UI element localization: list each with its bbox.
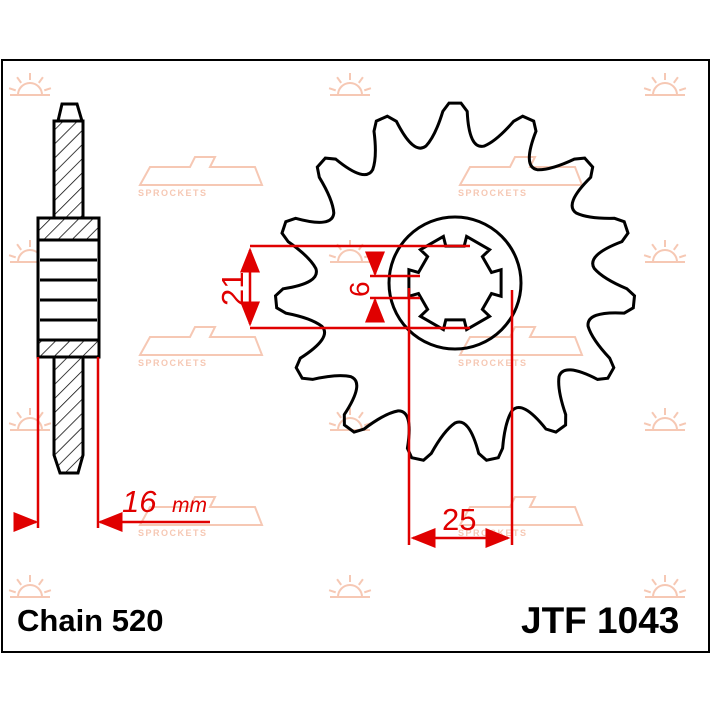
hub-circle — [387, 215, 523, 351]
watermark-sun-icon — [8, 408, 52, 431]
watermark-sun-icon — [328, 408, 372, 431]
watermark-sun-icon — [643, 240, 687, 263]
watermark-layer: SPROCKETS SPROCKETS SPROCKETS SPROCKETS SPRO… — [8, 73, 687, 598]
watermark-text: SPROCKETS — [138, 358, 208, 368]
watermark-text: SPROCKETS — [138, 528, 208, 538]
watermark-sun-icon — [328, 240, 372, 263]
chain-size-label: Chain 520 — [17, 603, 164, 638]
watermark-text: SPROCKETS — [138, 188, 208, 198]
watermark-sun-icon — [643, 73, 687, 96]
watermark-sun-icon — [8, 73, 52, 96]
watermark-sun-icon — [328, 73, 372, 96]
spline-bore — [407, 234, 503, 332]
watermark-logo: SPROCKETS — [458, 156, 584, 198]
part-number-label: JTF 1043 — [521, 600, 680, 641]
watermark-logo: SPROCKETS — [458, 496, 584, 538]
hub-dimension: 25 — [442, 502, 476, 537]
watermark-logo: SPROCKETS — [138, 156, 264, 198]
watermark-logo: SPROCKETS — [458, 326, 584, 368]
spline-width-dimension: 6 — [344, 281, 375, 297]
watermark-sun-icon — [328, 575, 372, 598]
watermark-text: SPROCKETS — [458, 188, 528, 198]
watermark-sun-icon — [643, 575, 687, 598]
sprocket-teeth-outline — [273, 101, 637, 462]
side-view — [36, 102, 101, 475]
watermark-logo: SPROCKETS — [138, 496, 264, 538]
dimension-lines — [13, 244, 514, 548]
width-dimension-unit: mm — [172, 494, 207, 517]
watermark-sun-icon — [8, 575, 52, 598]
watermark-text: SPROCKETS — [458, 358, 528, 368]
width-dimension-value: 16 — [122, 484, 157, 519]
drawing-frame — [1, 59, 710, 653]
front-view — [273, 101, 637, 462]
watermark-sun-icon — [643, 408, 687, 431]
watermark-logo: SPROCKETS — [138, 326, 264, 368]
inner-diameter-dimension: 21 — [215, 272, 250, 306]
